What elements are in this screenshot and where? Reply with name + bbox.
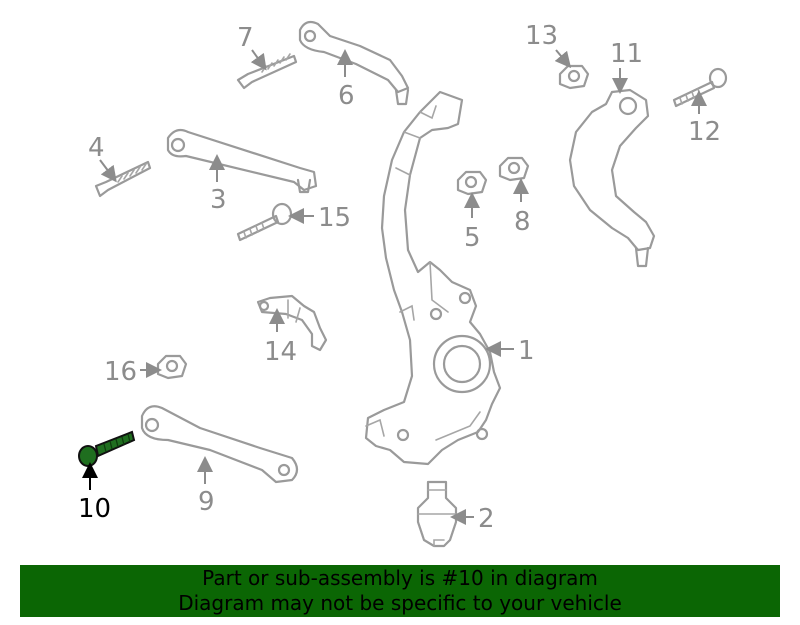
banner-line-2: Diagram may not be specific to your vehi… xyxy=(178,591,622,615)
control-arm-part-9[interactable] xyxy=(140,405,299,484)
banner-line-1: Part or sub-assembly is #10 in diagram xyxy=(202,566,598,590)
sensor-bracket-part-14[interactable] xyxy=(256,294,328,352)
callout-12: 12 xyxy=(688,117,721,147)
callout-7: 7 xyxy=(237,23,254,53)
callout-4: 4 xyxy=(88,133,105,163)
info-banner: Part or sub-assembly is #10 in diagram D… xyxy=(20,565,780,617)
bolt-part-12[interactable] xyxy=(672,67,728,108)
callout-4-leader xyxy=(99,159,117,183)
callout-5: 5 xyxy=(464,223,481,253)
ball-joint-part-2[interactable] xyxy=(416,480,458,548)
nut-part-5[interactable] xyxy=(456,170,488,196)
callout-15: 15 xyxy=(318,203,351,233)
control-arm-part-6[interactable] xyxy=(298,20,410,106)
callout-6: 6 xyxy=(338,81,355,111)
steering-knuckle-part-1[interactable] xyxy=(364,90,502,466)
parts-diagram: 1 2 3 4 5 6 7 8 xyxy=(78,20,728,548)
callout-8: 8 xyxy=(514,207,531,237)
control-arm-part-3[interactable] xyxy=(166,128,318,194)
nut-part-16[interactable] xyxy=(156,354,188,380)
bolt-part-7[interactable] xyxy=(236,53,298,90)
callout-16: 16 xyxy=(104,357,137,387)
callout-1: 1 xyxy=(518,336,535,366)
callout-14: 14 xyxy=(264,337,297,367)
callout-3: 3 xyxy=(210,185,227,215)
callout-10: 10 xyxy=(78,494,111,524)
nut-part-8[interactable] xyxy=(498,156,530,182)
callout-9: 9 xyxy=(198,487,215,517)
callout-13: 13 xyxy=(525,21,558,51)
callout-7-leader xyxy=(250,49,267,71)
bolt-part-15[interactable] xyxy=(236,202,293,242)
callout-11: 11 xyxy=(610,39,643,69)
callout-2: 2 xyxy=(478,504,495,534)
bolt-part-10-highlighted[interactable] xyxy=(78,430,136,467)
callout-13-leader xyxy=(554,49,572,69)
nut-part-13[interactable] xyxy=(558,64,590,90)
control-arm-part-11[interactable] xyxy=(568,88,656,268)
